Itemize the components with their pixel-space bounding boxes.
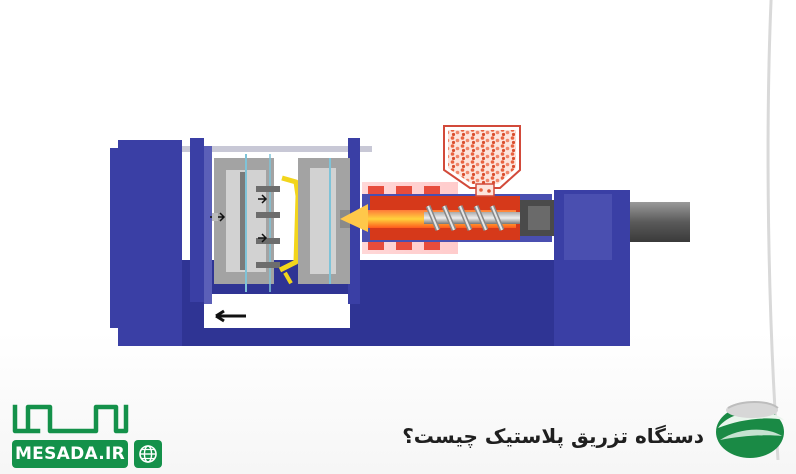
globe-button[interactable] <box>134 440 162 468</box>
mesada-leaf-icon <box>716 401 784 458</box>
decorative-frame-curve <box>766 0 780 460</box>
mesada-wordmark-icon <box>12 404 129 434</box>
brand-name[interactable]: MESADA.IR <box>12 440 128 468</box>
site-logo[interactable]: MESADA.IR <box>12 404 162 468</box>
page-title: دستگاه تزریق پلاستیک چیست؟ <box>402 424 704 448</box>
globe-icon <box>139 445 157 463</box>
